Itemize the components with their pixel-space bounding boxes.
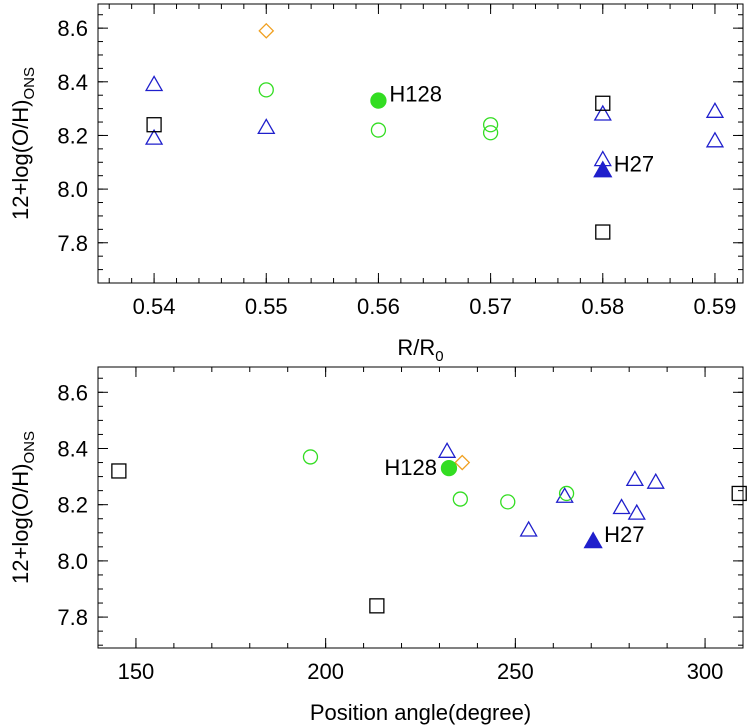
y-tick-label: 8.0 [57,549,88,574]
data-point-triangle [625,470,644,487]
y-tick-label: 7.8 [57,231,88,256]
annotation-label: H27 [614,151,654,176]
y-tick-label: 8.2 [57,493,88,518]
data-point-square [595,95,611,111]
data-point-circle-filled [440,460,458,477]
x-tick-label: 250 [497,659,534,684]
annotation-label: H128 [389,82,442,107]
y-tick-label: 8.4 [57,70,88,95]
x-tick-label: 0.58 [581,294,624,319]
data-point-circle [452,491,468,507]
x-tick-label: 150 [118,659,155,684]
data-point-square [731,485,747,502]
y-axis-title: 12+log(O/H)ONS [8,67,38,220]
data-point-circle [500,494,516,510]
y-tick-label: 8.6 [57,16,88,41]
data-point-triangle [627,503,646,520]
data-point-square [146,117,162,133]
data-point-circle [302,449,319,465]
data-point-triangle [593,104,612,121]
data-point-circle [482,125,499,141]
y-tick-label: 7.8 [57,605,88,630]
x-tick-label: 0.57 [469,294,512,319]
data-point-triangle [437,441,457,458]
annotation-label: H128 [384,455,437,480]
data-point-triangle [144,75,164,92]
plot-frame [97,366,744,649]
x-tick-label: 0.55 [245,294,288,319]
data-point-circle [370,122,387,138]
data-point-triangle [646,472,665,489]
data-point-diamond [258,22,275,39]
data-point-triangle-filled [583,531,603,549]
y-tick-label: 8.6 [57,380,88,405]
data-point-triangle-filled [593,160,613,178]
x-tick-label: 200 [307,659,344,684]
data-point-square [595,224,611,240]
x-axis-title: R/R0 [397,335,443,365]
data-point-triangle [144,128,164,145]
x-tick-label: 300 [687,659,724,684]
data-point-circle [482,117,499,133]
x-tick-label: 0.59 [694,294,737,319]
data-point-circle [258,82,274,98]
data-point-diamond [454,454,471,471]
data-point-triangle [705,131,725,148]
data-point-triangle [612,498,631,515]
data-point-triangle [705,101,725,118]
y-tick-label: 8.0 [57,177,88,202]
y-tick-label: 8.4 [57,436,88,461]
x-axis-title: Position angle(degree) [310,700,531,725]
data-point-square [369,598,385,614]
data-point-circle [558,485,575,502]
x-tick-label: 0.56 [357,294,400,319]
x-tick-label: 0.54 [133,294,176,319]
data-point-triangle [257,118,276,135]
data-point-triangle [555,486,574,503]
panel-1: 0.54 0.55 0.56 0.57 0.58 0.59 7.8 8.0 8.2 8.4 8.6R… [8,3,744,365]
y-axis-title: 12+log(O/H)ONS [8,431,38,584]
plot-frame [97,3,744,284]
data-point-triangle [519,520,538,537]
y-tick-label: 8.2 [57,123,88,148]
data-point-square [111,463,127,479]
data-point-circle-filled [370,92,387,109]
annotation-label: H27 [604,522,644,547]
